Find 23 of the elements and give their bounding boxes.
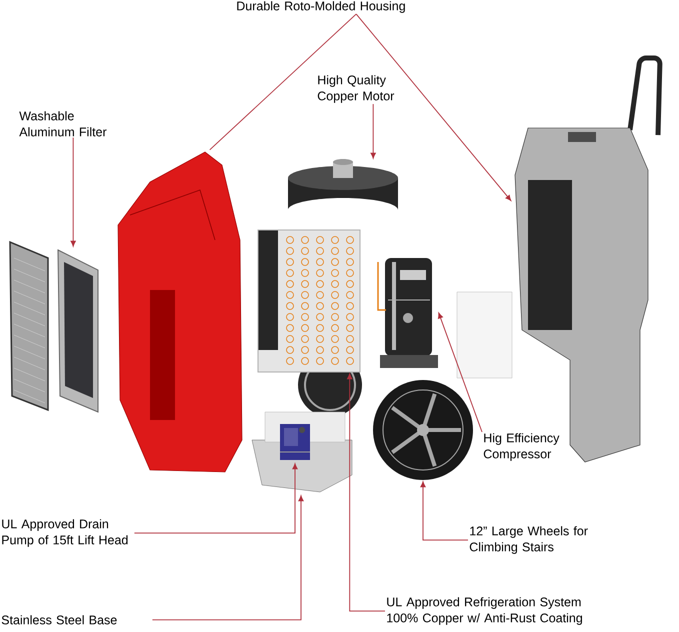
callout-text: Hig Efficiency Compressor	[484, 433, 560, 461]
callout-text: Durable Roto-Molded Housing	[237, 1, 405, 13]
leader-line	[152, 495, 304, 620]
callout-text: UL Approved Drain Pump of 15ft Lift Head	[2, 519, 128, 547]
leader-line	[347, 373, 386, 612]
leader-line	[420, 481, 468, 540]
wheel-drawing	[373, 380, 473, 480]
callout-text: UL Approved Refrigeration System 100% Copper w/ Anti-Rust Coating	[387, 597, 582, 625]
leader-line	[134, 463, 298, 534]
callout-text: High Quality Copper Motor	[318, 75, 394, 103]
leader-line	[70, 137, 76, 247]
leader-line	[370, 104, 376, 159]
leader-line	[356, 14, 512, 201]
leader-line	[438, 312, 482, 432]
callout-text: Stainless Steel Base	[2, 615, 117, 624]
pump-drawing	[280, 424, 310, 460]
callout-text: 12” Large Wheels for Climbing Stairs	[470, 526, 588, 554]
leader-line	[209, 14, 357, 150]
coil-drawing	[258, 230, 360, 372]
compressor-drawing	[377, 258, 438, 368]
callout-text: Washable Aluminum Filter	[19, 111, 106, 136]
housing-drawing	[118, 152, 242, 472]
motor-drawing	[288, 159, 398, 210]
